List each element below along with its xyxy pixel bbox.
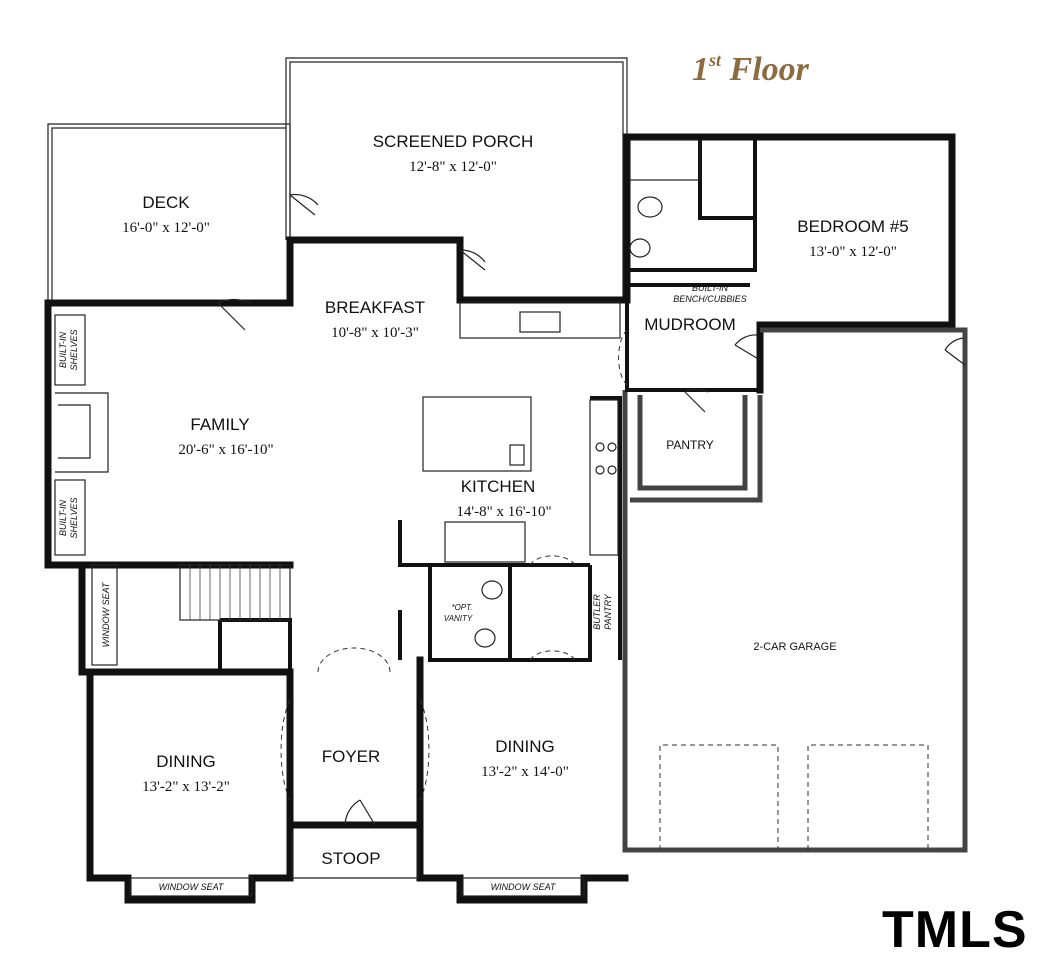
room-name-foyer: FOYER [322,747,381,766]
svg-text:WINDOW SEAT: WINDOW SEAT [101,581,111,647]
svg-text:SHELVES: SHELVES [69,329,79,370]
note-built-in-shelves-bottom: BUILT-IN SHELVES [58,497,79,538]
tmls-logo: TMLS [882,901,1028,959]
room-garage: 2-CAR GARAGE [753,641,836,653]
note-butler-pantry: BUTLER PANTRY [592,593,613,630]
room-name-deck: DECK [142,193,190,212]
note-window-seat-side: WINDOW SEAT [101,581,111,647]
room-dims-bedroom5: 13'-0" x 12'-0" [809,244,897,260]
room-name-screened-porch: SCREENED PORCH [373,132,534,151]
room-mudroom: MUDROOM [644,315,736,334]
room-dims-dining-left: 13'-2" x 13'-2" [142,779,230,795]
room-dining-left: DINING 13'-2" x 13'-2" [142,752,230,795]
note-window-seat-left: WINDOW SEAT [159,882,225,892]
svg-text:PANTRY: PANTRY [603,593,613,630]
room-deck: DECK 16'-0" x 12'-0" [122,193,210,236]
room-bedroom5: BEDROOM #5 13'-0" x 12'-0" [797,217,908,260]
note-window-seat-right: WINDOW SEAT [491,882,557,892]
room-name-garage: 2-CAR GARAGE [753,641,836,653]
svg-text:BUILT-IN: BUILT-IN [58,331,68,368]
room-dims-kitchen: 14'-8" x 16'-10" [456,504,551,520]
interior-walls [218,137,760,672]
room-pantry: PANTRY [666,438,714,452]
floor-title: 1st Floor [692,50,810,88]
room-foyer: FOYER [322,747,381,766]
room-dims-family: 20'-6" x 16'-10" [178,442,273,458]
note-opt-vanity-2: VANITY [444,614,473,623]
room-name-family: FAMILY [190,415,249,434]
room-name-breakfast: BREAKFAST [325,298,425,317]
svg-text:SHELVES: SHELVES [69,497,79,538]
room-kitchen: KITCHEN 14'-8" x 16'-10" [456,477,551,520]
note-built-in-bench-2: BENCH/CUBBIES [673,294,747,304]
notes: BUILT-IN BENCH/CUBBIES BUILT-IN SHELVES … [58,283,747,892]
room-stoop: STOOP [321,849,380,868]
room-name-kitchen: KITCHEN [461,477,536,496]
room-family: FAMILY 20'-6" x 16'-10" [178,415,273,458]
svg-text:BUTLER: BUTLER [592,594,602,630]
room-name-stoop: STOOP [321,849,380,868]
deck-outline [47,123,291,300]
stairs [179,564,291,621]
room-dims-dining-right: 13'-2" x 14'-0" [481,764,569,780]
room-name-dining-right: DINING [495,737,555,756]
room-screened-porch: SCREENED PORCH 12'-8" x 12'-0" [373,132,534,175]
room-name-mudroom: MUDROOM [644,315,736,334]
note-opt-vanity-1: *OPT. [451,603,472,612]
room-breakfast: BREAKFAST 10'-8" x 10'-3" [325,298,425,341]
room-dims-deck: 16'-0" x 12'-0" [122,220,210,236]
room-name-pantry: PANTRY [666,438,714,452]
note-built-in-shelves-top: BUILT-IN SHELVES [58,329,79,370]
doors [217,193,966,826]
room-dims-breakfast: 10'-8" x 10'-3" [331,325,419,341]
note-built-in-bench-1: BUILT-IN [692,283,729,293]
room-dining-right: DINING 13'-2" x 14'-0" [481,737,569,780]
garage-walls [622,327,968,853]
fixtures [54,139,701,897]
room-name-dining-left: DINING [156,752,216,771]
svg-text:BUILT-IN: BUILT-IN [58,499,68,536]
room-dims-screened-porch: 12'-8" x 12'-0" [409,159,497,175]
room-name-bedroom5: BEDROOM #5 [797,217,908,236]
